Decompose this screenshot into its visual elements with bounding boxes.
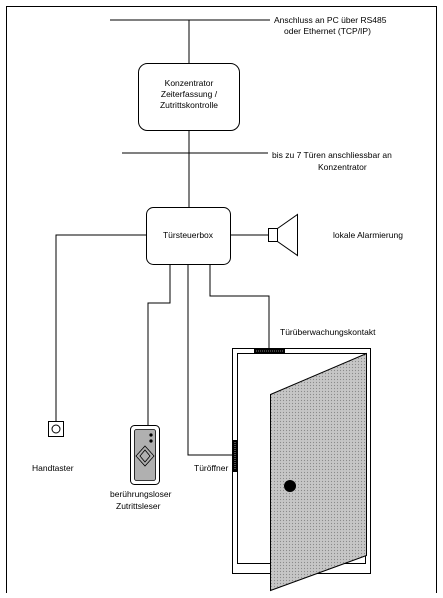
alarm-label: lokale Alarmierung: [333, 230, 403, 240]
door-knob: [284, 480, 296, 492]
box-to-door-monitor-line: [209, 265, 270, 348]
door-control-box: Türsteuerbox: [146, 207, 231, 265]
doors-note-label-1: bis zu 7 Türen anschliessbar an: [272, 150, 392, 160]
card-reader-icon: [130, 425, 160, 485]
pc-bus: Anschluss an PC über RS485 oder Ethernet…: [110, 15, 387, 36]
hand-button-label: Handtaster: [32, 463, 74, 473]
concentrator-box: Konzentrator Zeiterfassung / Zutrittskon…: [138, 63, 240, 131]
box-to-door-opener-line: [187, 265, 232, 456]
concentrator-label-3: Zutrittskontrolle: [160, 100, 218, 110]
door-opener: [232, 440, 238, 472]
reader-label-1: berührungsloser: [110, 489, 172, 499]
pc-link-label-1: Anschluss an PC über RS485: [274, 15, 387, 25]
door-leaf: [270, 352, 367, 592]
speaker-icon: [268, 213, 298, 257]
door-monitor-label: Türüberwachungskontakt: [280, 327, 376, 337]
concentrator-label-2: Zeiterfassung /: [161, 89, 218, 99]
doors-note-label-2: Konzentrator: [318, 162, 367, 172]
concentrator-label-1: Konzentrator: [165, 78, 214, 88]
door-monitor-contact: [254, 348, 285, 354]
door-bus: bis zu 7 Türen anschliessbar an Konzentr…: [122, 150, 392, 172]
push-button-icon: [48, 421, 64, 437]
reader-label-2: Zutrittsleser: [116, 501, 161, 511]
door-opener-label: Türöffner: [194, 463, 229, 473]
box-to-reader-line: [147, 265, 171, 425]
door-control-box-label: Türsteuerbox: [163, 230, 214, 240]
pc-link-label-2: oder Ethernet (TCP/IP): [284, 26, 371, 36]
box-to-hand-button-line: [55, 234, 146, 421]
